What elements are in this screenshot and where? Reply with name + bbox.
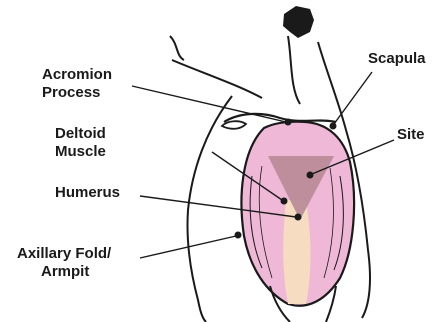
- axillary-label-line1: Axillary Fold/: [17, 245, 111, 263]
- deltoid-marker-dot: [281, 198, 288, 205]
- acromion-marker-dot: [285, 119, 292, 126]
- deltoid-muscle-label: Deltoid Muscle: [55, 125, 106, 161]
- neck-line: [170, 36, 184, 60]
- scapula-marker-dot: [330, 123, 337, 130]
- scapula-leader-line: [334, 72, 372, 124]
- acromion-label-line2: Process: [42, 84, 112, 102]
- humerus-marker-dot: [295, 214, 302, 221]
- scapula-label: Scapula: [368, 50, 426, 68]
- deltoid-label-line2: Muscle: [55, 143, 106, 161]
- site-label: Site: [397, 126, 425, 144]
- humerus-label: Humerus: [55, 184, 120, 202]
- chest-contour: [187, 96, 232, 322]
- acromion-label-line1: Acromion: [42, 66, 112, 84]
- deltoid-label-line1: Deltoid: [55, 125, 106, 143]
- axillary-marker-dot: [235, 232, 242, 239]
- acromion-process-label: Acromion Process: [42, 66, 112, 102]
- neck-back-line: [288, 36, 300, 104]
- acromion-leader-line: [132, 86, 286, 122]
- acromion-bone: [222, 121, 246, 129]
- axillary-fold-label: Axillary Fold/ Armpit: [17, 245, 111, 281]
- axillary-label-line2: Armpit: [17, 263, 111, 281]
- hair-silhouette: [283, 6, 314, 38]
- torso-front-line: [172, 60, 262, 98]
- site-marker-dot: [307, 172, 314, 179]
